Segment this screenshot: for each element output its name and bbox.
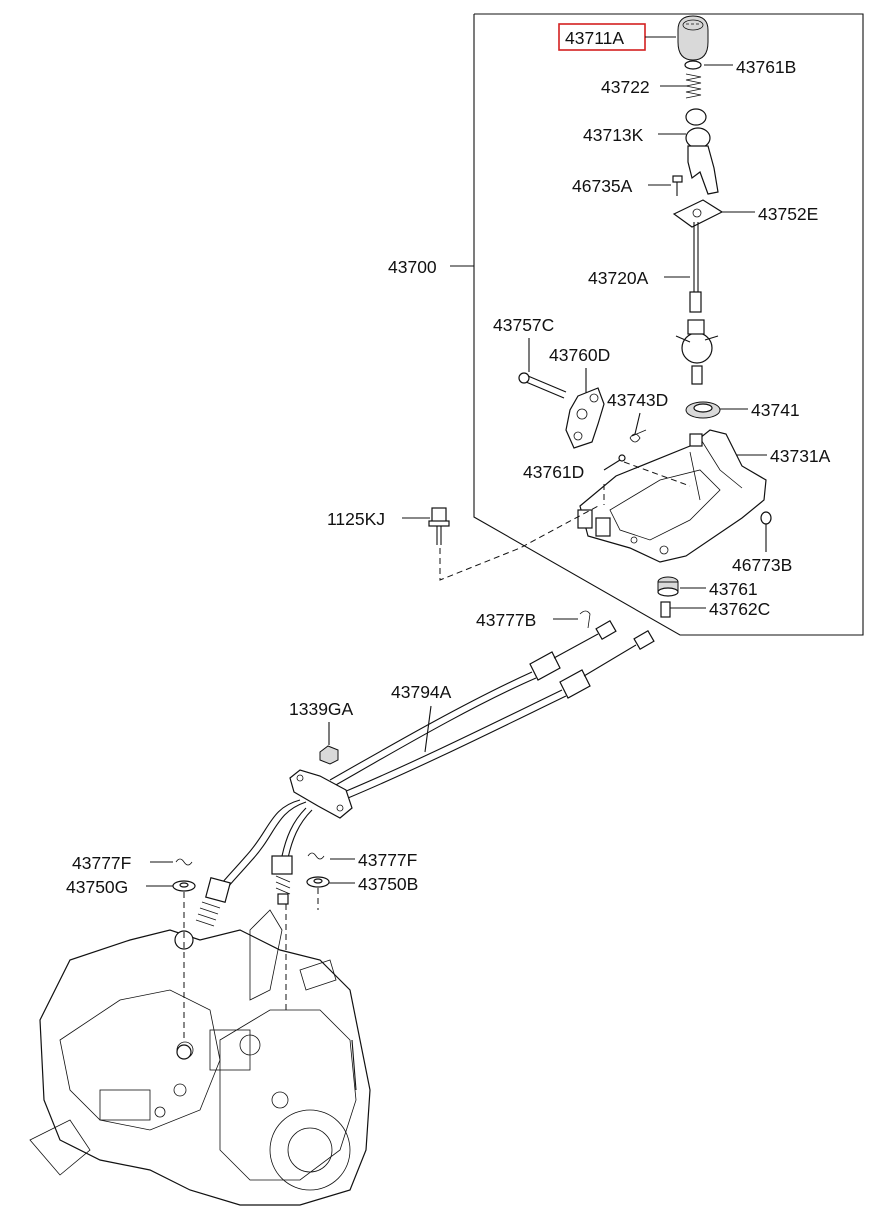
label-43794A[interactable]: 43794A [391, 682, 452, 702]
label-1339GA[interactable]: 1339GA [289, 699, 354, 719]
pin-43757C[interactable] [518, 372, 567, 399]
label-43777B[interactable]: 43777B [476, 610, 536, 630]
assembly-boundary [473, 13, 864, 636]
spring-43743D[interactable] [629, 429, 647, 443]
pin-43761D[interactable] [618, 454, 626, 462]
bracket-43760D[interactable] [565, 387, 605, 449]
label-43713K[interactable]: 43713K [583, 125, 644, 145]
screw-46735A[interactable] [672, 175, 683, 196]
spring-43722[interactable] [685, 73, 702, 99]
clip-43777F-left[interactable] [175, 858, 193, 866]
shift-knob-43711A[interactable] [677, 15, 709, 61]
label-43741[interactable]: 43741 [751, 400, 800, 420]
housing-43731A[interactable] [577, 429, 767, 563]
label-43752E[interactable]: 43752E [758, 204, 818, 224]
collar-43762C[interactable] [660, 601, 671, 618]
label-43762C[interactable]: 43762C [709, 599, 770, 619]
boot-43713K[interactable] [685, 108, 719, 195]
label-43722[interactable]: 43722 [601, 77, 650, 97]
label-43750G[interactable]: 43750G [66, 877, 128, 897]
label-1125KJ[interactable]: 1125KJ [327, 509, 385, 529]
label-43777F-left[interactable]: 43777F [72, 853, 131, 873]
label-43731A[interactable]: 43731A [770, 446, 831, 466]
clip-alignment-dash [623, 461, 691, 487]
label-43757C[interactable]: 43757C [493, 315, 554, 335]
clip-43777B[interactable] [579, 610, 591, 629]
bushing-43741[interactable] [685, 401, 721, 419]
bolt-alignment-dash [439, 504, 601, 581]
seal-46773B[interactable] [760, 511, 772, 525]
label-43761[interactable]: 43761 [709, 579, 758, 599]
transmission-housing [29, 909, 371, 1206]
label-43750B[interactable]: 43750B [358, 874, 418, 894]
label-43743D[interactable]: 43743D [607, 390, 668, 410]
cable-assembly-43794A[interactable] [195, 619, 655, 927]
clip-43777F-right[interactable] [307, 852, 325, 860]
lever-43720A[interactable] [675, 222, 719, 385]
label-43777F-right[interactable]: 43777F [358, 850, 417, 870]
bolt-1125KJ[interactable] [428, 507, 450, 545]
washer-43750B[interactable] [306, 876, 330, 888]
washer-43750G[interactable] [172, 880, 196, 892]
nut-1339GA[interactable] [319, 745, 339, 765]
label-46735A[interactable]: 46735A [572, 176, 633, 196]
plate-43752E[interactable] [672, 199, 724, 228]
ring-43761B[interactable] [684, 60, 702, 70]
part-labels: 43711A 43761B 43722 43713K 46735A 43752E… [66, 23, 831, 897]
label-43700[interactable]: 43700 [388, 257, 437, 277]
label-43711A[interactable]: 43711A [565, 28, 624, 48]
bushing-43761[interactable] [657, 576, 679, 597]
label-43720A[interactable]: 43720A [588, 268, 649, 288]
label-43760D[interactable]: 43760D [549, 345, 610, 365]
label-43761B[interactable]: 43761B [736, 57, 796, 77]
label-43761D[interactable]: 43761D [523, 462, 584, 482]
label-46773B[interactable]: 46773B [732, 555, 792, 575]
